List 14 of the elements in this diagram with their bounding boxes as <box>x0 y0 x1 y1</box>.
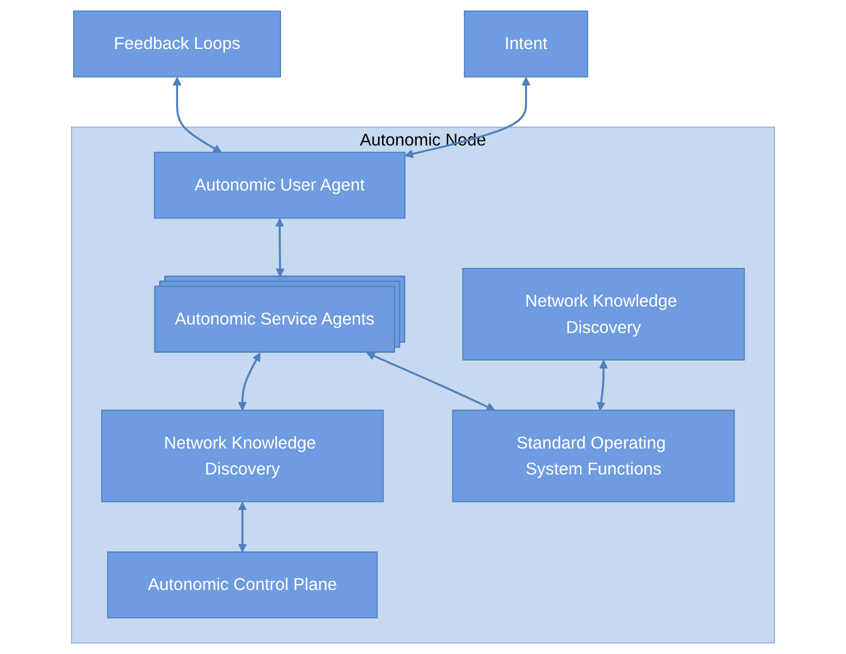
node-box: Autonomic Control Plane <box>107 551 378 618</box>
arrow <box>596 360 608 411</box>
node-box: Feedback Loops <box>73 10 281 78</box>
arrow <box>238 352 260 411</box>
node-box: Autonomic User Agent <box>154 152 406 219</box>
node-box: Network Knowledge Discovery <box>462 268 745 360</box>
arrow <box>172 76 222 153</box>
node-box: Standard Operating System Functions <box>452 410 735 502</box>
arrow <box>275 218 284 278</box>
node-box: Intent <box>464 10 588 78</box>
arrow <box>366 352 496 411</box>
arrow <box>404 76 530 158</box>
arrow <box>238 502 247 552</box>
node-box: Network Knowledge Discovery <box>101 410 384 502</box>
